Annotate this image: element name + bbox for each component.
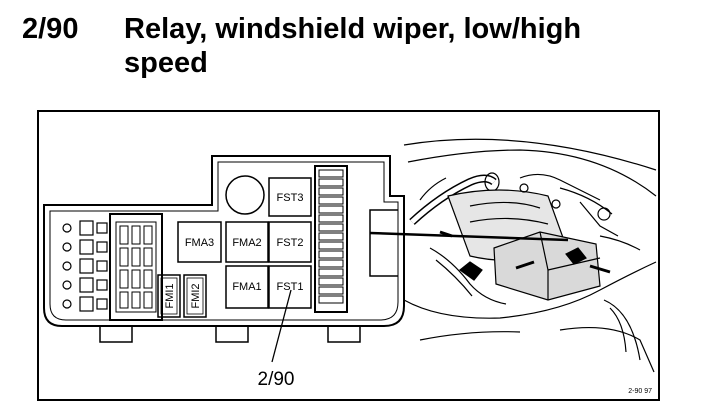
- label-fmi2: FMI2: [190, 283, 202, 308]
- engine-bay-illustration: [403, 138, 657, 373]
- fuse-cell: [318, 259, 344, 268]
- diagram-frame: [37, 110, 660, 401]
- callout-leader: [271, 289, 292, 363]
- relay-fst3: FST3: [268, 177, 312, 217]
- fuse-cell: [318, 250, 344, 259]
- fuse-cell: [318, 241, 344, 250]
- callout-label: 2/90: [258, 369, 295, 390]
- label-fst3: FST3: [277, 192, 304, 204]
- fuse-cell: [318, 205, 344, 214]
- fuse-strip: [314, 165, 348, 313]
- fuse-cell: [318, 178, 344, 187]
- relay-fst2: FST2: [268, 221, 312, 263]
- label-fma3: FMA3: [185, 237, 214, 249]
- fuse-cell: [318, 169, 344, 178]
- fuse-cell: [318, 214, 344, 223]
- fuse-cell: [318, 232, 344, 241]
- fuse-cell: [318, 277, 344, 286]
- title-line-1: Relay, windshield wiper, low/high: [124, 13, 582, 45]
- relay-fst1: FST1: [268, 265, 312, 309]
- label-fst1: FST1: [277, 281, 304, 293]
- relay-fma3: FMA3: [177, 221, 222, 263]
- fuse-cell: [318, 223, 344, 232]
- relay-fmi1: FMI1: [157, 274, 181, 318]
- title-line-2: speed: [124, 47, 208, 79]
- fuse-cell: [318, 268, 344, 277]
- relay-fma1: FMA1: [225, 265, 269, 309]
- relay-fmi2: FMI2: [183, 274, 207, 318]
- fuse-cell: [318, 295, 344, 304]
- label-fma1: FMA1: [232, 281, 261, 293]
- fuse-cell: [318, 196, 344, 205]
- round-component: [225, 175, 265, 215]
- component-code: 2/90: [22, 13, 79, 45]
- label-fmi1: FMI1: [164, 283, 176, 308]
- fuse-cell: [318, 187, 344, 196]
- relay-fma2: FMA2: [225, 221, 269, 263]
- location-pointer: [369, 231, 569, 242]
- relay-box: [43, 155, 405, 343]
- label-fma2: FMA2: [232, 237, 261, 249]
- connector-pins: [62, 220, 108, 312]
- figure-reference: 2-90 97: [628, 388, 652, 395]
- component-title: Relay, windshield wiper, low/high speed: [124, 12, 684, 80]
- fuse-cell: [318, 286, 344, 295]
- label-fst2: FST2: [277, 237, 304, 249]
- multi-connector: [109, 213, 163, 321]
